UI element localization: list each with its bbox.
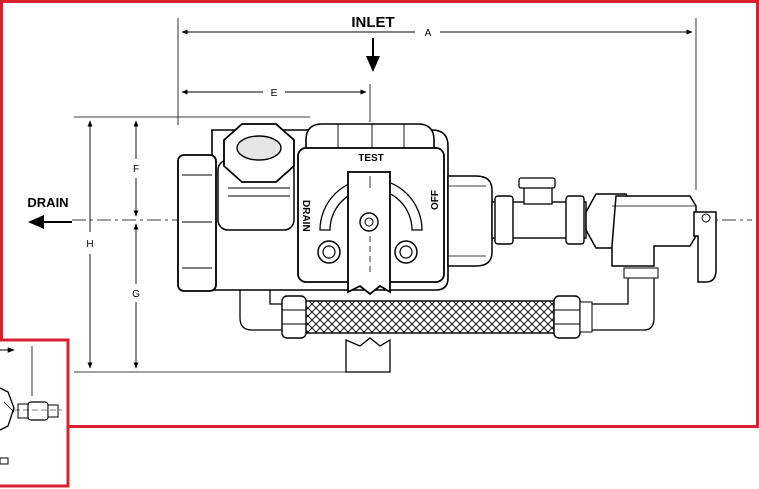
ball-valve: [585, 193, 697, 267]
drain-label: DRAIN: [27, 195, 68, 210]
dimension-a-label: A: [425, 28, 432, 39]
face-screw-right: [394, 240, 418, 264]
drain-end-nut: [177, 154, 217, 292]
inlet-label: INLET: [351, 14, 394, 31]
dimension-e: E: [181, 84, 371, 122]
valve-handle: [347, 171, 391, 296]
dimension-g-label: G: [132, 289, 140, 300]
test-label: TEST: [358, 153, 384, 164]
dimension-h: H: [86, 120, 94, 369]
handle-off-label: OFF: [430, 190, 441, 210]
face-screw-left: [317, 240, 341, 264]
inset-thumbnail: [0, 346, 62, 465]
sight-tube: [491, 177, 587, 245]
handle-drain-label: DRAIN: [300, 200, 311, 232]
dimension-e-label: E: [271, 88, 278, 99]
outlet-body: [447, 175, 493, 267]
dimension-h-label: H: [86, 239, 93, 250]
test-plug: [217, 123, 295, 231]
handle-stem-break: [345, 337, 391, 373]
braided-hose: [281, 295, 593, 339]
dimension-f-label: F: [133, 164, 139, 175]
main-frame: [0, 0, 759, 428]
dimension-f: F: [133, 120, 139, 217]
lever-handle: [693, 211, 717, 283]
dimension-a: A: [177, 18, 697, 190]
inlet-indicator: INLET: [351, 14, 395, 72]
dimension-g: G: [132, 223, 140, 369]
drain-indicator: DRAIN: [27, 195, 72, 229]
